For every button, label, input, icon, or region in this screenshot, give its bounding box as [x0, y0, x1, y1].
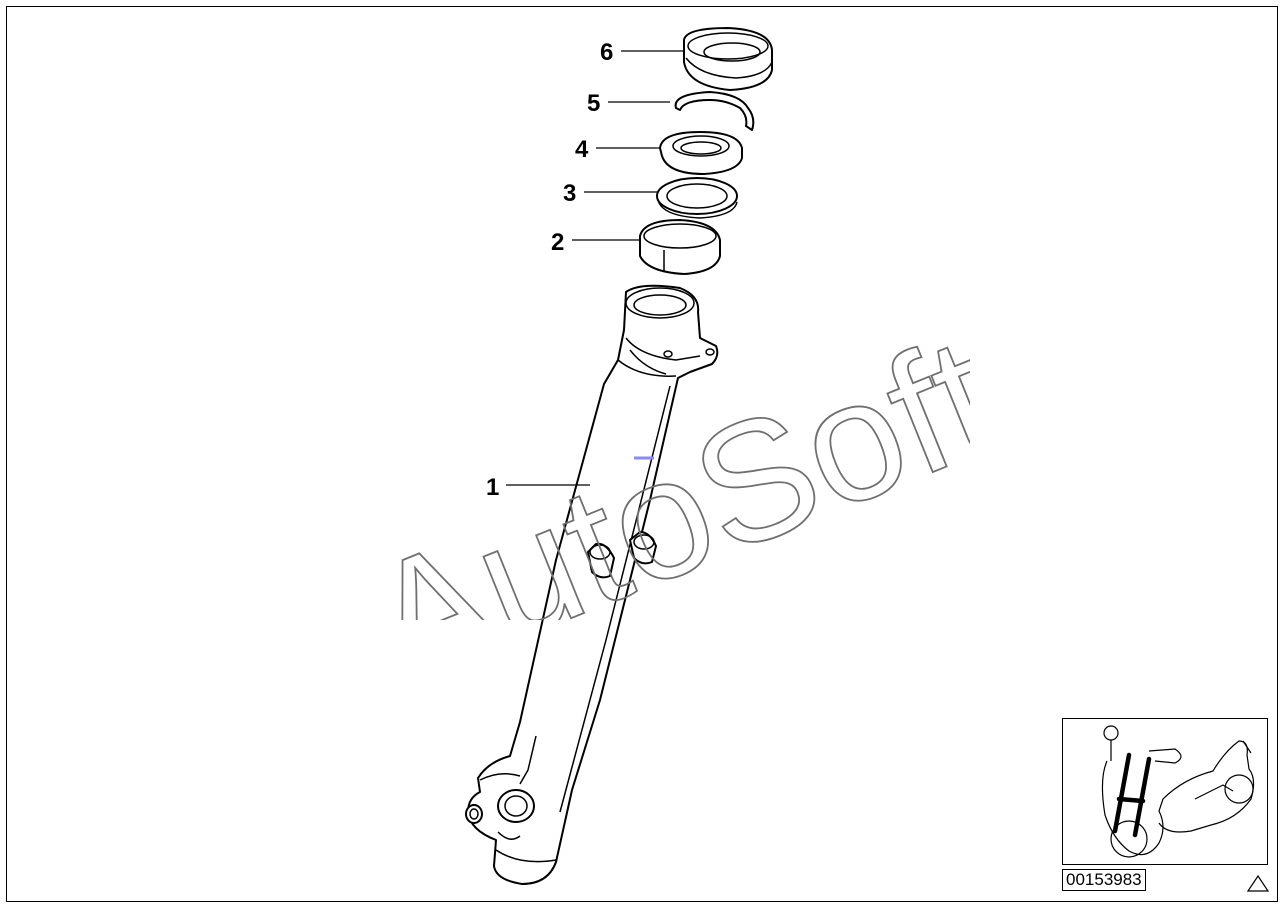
part-4-bearing[interactable] [659, 131, 743, 175]
part-3-washer[interactable] [656, 177, 738, 219]
callout-2: 2 [551, 229, 564, 256]
callout-1: 1 [486, 474, 499, 501]
warning-triangle-icon [1247, 875, 1269, 892]
part-1-fork-tube[interactable] [465, 284, 719, 885]
part-5-circlip[interactable] [674, 91, 755, 131]
part-2-sleeve[interactable] [639, 219, 721, 275]
part-6-seal-cap[interactable] [683, 27, 773, 91]
location-thumbnail [1062, 718, 1268, 865]
callout-3: 3 [563, 180, 576, 207]
callout-6: 6 [600, 39, 613, 66]
callout-4: 4 [575, 136, 589, 163]
motorcycle-outline-icon [1101, 725, 1255, 858]
callout-5: 5 [587, 90, 600, 117]
diagram-id-label: 00153983 [1062, 869, 1146, 891]
